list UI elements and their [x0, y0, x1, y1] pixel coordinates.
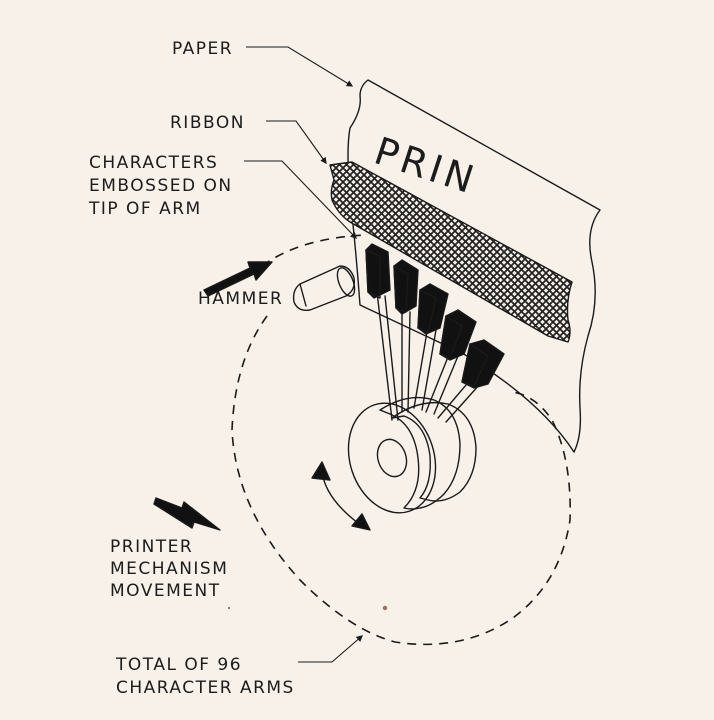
leader-lines — [244, 46, 363, 663]
character-arms — [376, 291, 481, 423]
movement-arrow-icon — [153, 497, 221, 531]
paper-speck — [228, 607, 230, 609]
label-movement-line2: MECHANISM — [110, 559, 228, 579]
ribbon — [329, 161, 573, 343]
label-hammer: HAMMER — [198, 289, 283, 309]
arm-head-4 — [439, 309, 477, 361]
label-arms-line1: TOTAL OF 96 — [115, 655, 242, 675]
hammer-strike-arrow — [203, 261, 273, 297]
label-movement-line3: MOVEMENT — [110, 581, 221, 601]
arm-head-1 — [365, 243, 391, 299]
arm-head-2 — [393, 259, 419, 315]
label-ribbon: RIBBON — [170, 113, 245, 133]
label-arms-line2: CHARACTER ARMS — [116, 678, 295, 698]
paper-speck — [382, 605, 388, 611]
label-characters-line1: CHARACTERS — [89, 153, 218, 173]
character-heads — [365, 243, 505, 389]
label-characters-line2: EMBOSSED ON — [89, 176, 233, 196]
rotation-arrow-icon — [311, 461, 371, 531]
label-movement-line1: PRINTER — [110, 537, 193, 557]
labels: PAPER RIBBON CHARACTERS EMBOSSED ON TIP … — [88, 39, 295, 698]
label-characters-line3: TIP OF ARM — [88, 199, 202, 219]
label-paper: PAPER — [172, 39, 233, 59]
arm-head-3 — [417, 283, 449, 335]
arm-head-5 — [461, 339, 505, 389]
hammer — [292, 265, 356, 312]
